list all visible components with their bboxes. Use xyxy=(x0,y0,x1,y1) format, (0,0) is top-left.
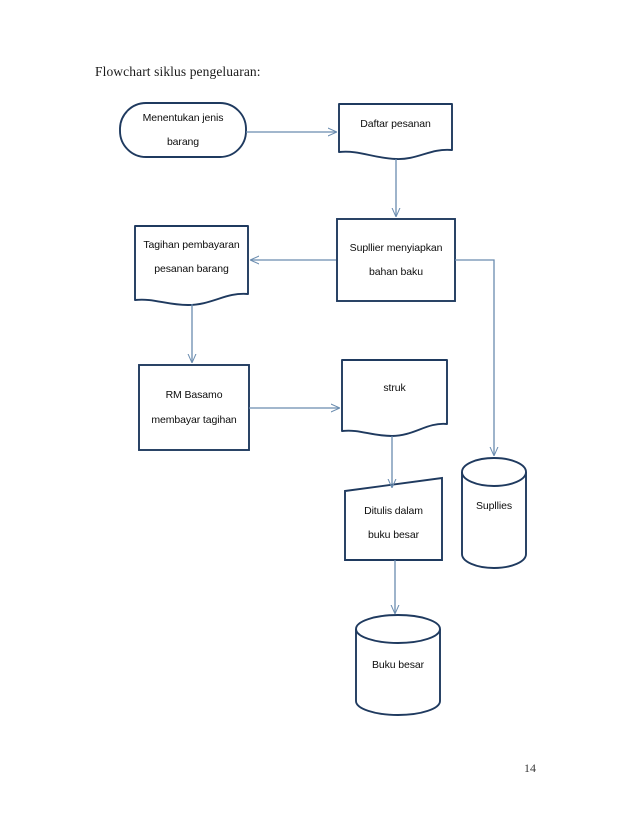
page-number: 14 xyxy=(524,761,536,775)
node-ditulis-dalam-buku-besar[interactable] xyxy=(344,476,443,561)
node-struk[interactable] xyxy=(341,359,448,437)
node-supllier-menyiapkan-bahan-baku[interactable] xyxy=(336,218,456,302)
node-buku-besar[interactable] xyxy=(355,629,441,716)
node-rm-basamo-membayar-tagihan[interactable] xyxy=(138,364,250,451)
node-tagihan-pembayaran-pesanan-barang[interactable] xyxy=(134,225,249,306)
page-title: Flowchart siklus pengeluaran: xyxy=(95,64,261,79)
edge-supllier-to-supllies xyxy=(455,259,494,455)
buku-besar-cylinder-top xyxy=(355,614,441,644)
supllies-cylinder-top xyxy=(461,457,527,487)
node-menentukan-jenis-barang[interactable] xyxy=(119,102,247,158)
node-daftar-pesanan[interactable] xyxy=(338,103,453,160)
node-supllies[interactable] xyxy=(461,472,527,569)
